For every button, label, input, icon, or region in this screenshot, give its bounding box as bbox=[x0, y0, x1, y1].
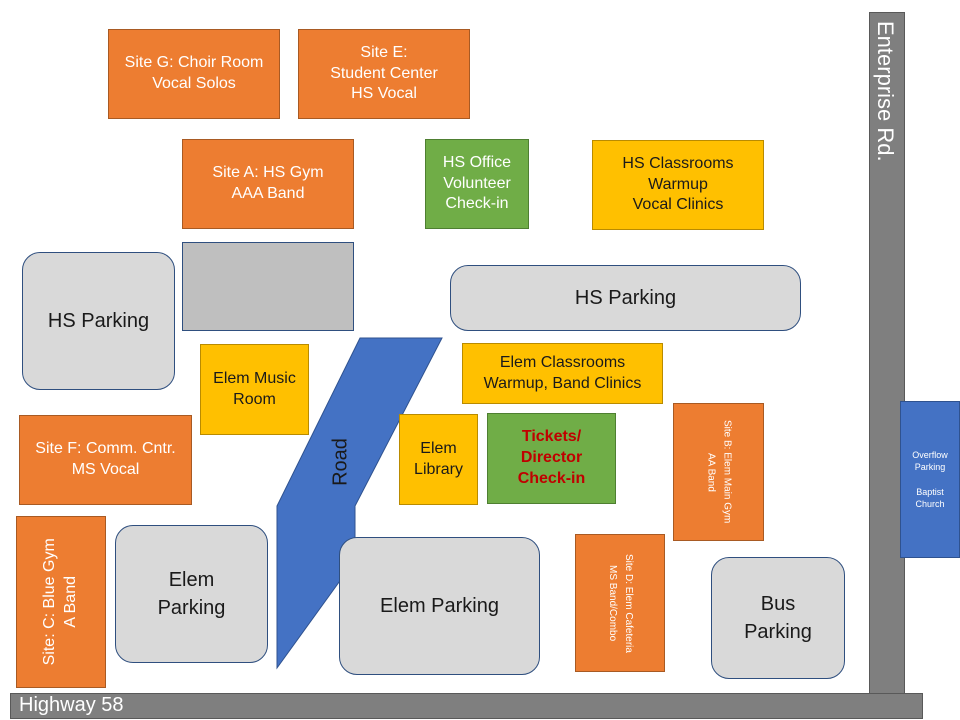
hs-office-checkin[interactable]: HS Office Volunteer Check-in bbox=[425, 139, 529, 229]
hs-parking-right[interactable]: HS Parking bbox=[450, 265, 801, 331]
site-b-label: Site B: Elem Main Gym AA Band bbox=[705, 420, 733, 524]
site-c-label: Site: C: Blue Gym A Band bbox=[41, 538, 79, 666]
site-a-hs-gym[interactable]: Site A: HS Gym AAA Band bbox=[182, 139, 354, 229]
overflow-parking-baptist-church[interactable]: Overflow Parking Baptist Church bbox=[900, 401, 960, 558]
site-b-elem-main-gym[interactable]: Site B: Elem Main Gym AA Band bbox=[673, 403, 764, 541]
hs-classrooms[interactable]: HS Classrooms Warmup Vocal Clinics bbox=[592, 140, 764, 230]
highway-58-label: Highway 58 bbox=[19, 694, 124, 716]
site-g-choir-room[interactable]: Site G: Choir Room Vocal Solos bbox=[108, 29, 280, 119]
tickets-director-checkin[interactable]: Tickets/ Director Check-in bbox=[487, 413, 616, 504]
highway-58: Highway 58 bbox=[10, 693, 923, 719]
enterprise-rd: Enterprise Rd. bbox=[869, 12, 905, 694]
elem-music-room[interactable]: Elem Music Room bbox=[200, 344, 309, 435]
elem-library[interactable]: Elem Library bbox=[399, 414, 478, 505]
site-e-student-center[interactable]: Site E: Student Center HS Vocal bbox=[298, 29, 470, 119]
elem-classrooms[interactable]: Elem Classrooms Warmup, Band Clinics bbox=[462, 343, 663, 404]
hs-parking-left[interactable]: HS Parking bbox=[22, 252, 175, 390]
site-d-elem-cafeteria[interactable]: Site D: Elem Cafeteria MS Band/Combo bbox=[575, 534, 665, 672]
site-d-label: Site D: Elem Cafeteria MS Band/Combo bbox=[607, 553, 634, 653]
bus-parking[interactable]: Bus Parking bbox=[711, 557, 845, 679]
elem-parking-left[interactable]: Elem Parking bbox=[115, 525, 268, 663]
site-c-blue-gym[interactable]: Site: C: Blue Gym A Band bbox=[16, 516, 106, 688]
elem-parking-center[interactable]: Elem Parking bbox=[339, 537, 540, 675]
road-label: Road bbox=[329, 438, 352, 486]
hs-building-gray bbox=[182, 242, 354, 331]
enterprise-rd-label: Enterprise Rd. bbox=[873, 21, 898, 162]
site-f-comm-center[interactable]: Site F: Comm. Cntr. MS Vocal bbox=[19, 415, 192, 505]
